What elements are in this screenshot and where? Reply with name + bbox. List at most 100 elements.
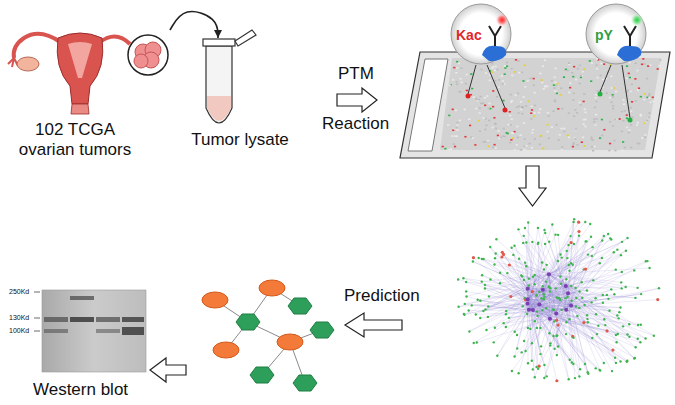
hairball-link (571, 305, 604, 363)
array-spot (523, 122, 525, 124)
western-blot-box: Western blot (8, 286, 153, 400)
network-node (236, 314, 260, 330)
hairball-dot (546, 375, 548, 377)
hairball-dot (591, 337, 593, 339)
block-arrow-left (150, 358, 186, 382)
array-spot (471, 88, 473, 90)
array-spot (524, 64, 526, 66)
array-spot (538, 112, 540, 114)
hairball-dot (534, 320, 536, 322)
marker-tick (34, 331, 40, 332)
array-spot (600, 75, 602, 77)
hairball-dot (537, 227, 539, 229)
hairball-dot (556, 323, 559, 326)
hairball-link (566, 286, 641, 342)
hairball-hub (548, 317, 552, 321)
array-spot (487, 140, 489, 142)
array-spot (583, 145, 585, 147)
blot-band (70, 296, 94, 300)
array-spot (530, 118, 532, 120)
hairball-dot (531, 241, 533, 243)
array-spot (576, 112, 578, 114)
array-spot (626, 77, 628, 79)
array-spot (594, 146, 596, 148)
hairball-dot (605, 329, 608, 332)
array-spot (514, 131, 516, 133)
array-spot (648, 117, 650, 119)
array-spot (628, 73, 630, 75)
array-spot (555, 84, 557, 86)
hairball-dot (620, 254, 622, 256)
hairball-hub (547, 272, 551, 276)
hairball-dot (473, 342, 475, 344)
hairball-dot (572, 336, 574, 338)
array-spot (584, 126, 586, 128)
array-spot (521, 72, 523, 74)
hairball-dot (619, 360, 621, 362)
array-spot (647, 65, 649, 67)
array-spot (572, 146, 574, 148)
hairball-link (539, 304, 576, 306)
array-spot (580, 75, 582, 77)
hairball-hub (526, 297, 530, 301)
hairball-dot (508, 317, 510, 319)
array-spot (579, 65, 581, 67)
array-spot (628, 132, 630, 134)
hairball-dot (569, 235, 571, 237)
array-spot (506, 65, 508, 67)
hairball-dot (620, 281, 622, 283)
array-spot (559, 134, 561, 136)
array-spot (554, 76, 556, 78)
blot-band (44, 329, 68, 333)
array-spot (546, 131, 548, 133)
substrate-nodes (236, 298, 334, 391)
hairball-link (526, 313, 557, 350)
hairball-dot (516, 347, 518, 349)
hairball-dot (575, 297, 577, 299)
ptm-callout-circle: pY (585, 3, 647, 65)
array-spot (581, 75, 583, 77)
hairball-link (529, 310, 545, 365)
array-spot (619, 118, 621, 120)
hairball-dot (633, 357, 635, 359)
hairball-dot (571, 335, 574, 338)
array-spot (492, 146, 494, 148)
hairball-dot (610, 288, 612, 290)
hairball-dot (457, 278, 459, 280)
hairball-dot (484, 284, 486, 286)
hairball-link (571, 305, 641, 324)
hairball-dot (625, 250, 627, 252)
array-spot (507, 133, 509, 135)
hairball-dot (555, 335, 557, 337)
array-spot (485, 124, 487, 126)
array-spot (597, 90, 599, 92)
hairball-link (528, 289, 588, 319)
hairball-link (500, 273, 527, 304)
array-spot (488, 103, 490, 105)
array-spot (509, 115, 511, 117)
array-spot (466, 74, 468, 76)
hairball-dot (528, 284, 530, 286)
array-spot (498, 79, 500, 81)
array-spot (644, 122, 646, 124)
hairball-link (550, 319, 607, 331)
hairball-dot (634, 346, 636, 348)
array-spot (456, 61, 458, 63)
hairball-dot (622, 325, 624, 327)
array-spot (626, 65, 628, 67)
hairball-dot (465, 281, 467, 283)
array-spot (600, 63, 602, 65)
marker-tick (34, 292, 40, 293)
array-spot (521, 107, 523, 109)
callout-circle (586, 4, 646, 64)
array-spot (580, 77, 582, 79)
network-node (310, 322, 334, 338)
array-spot (621, 111, 623, 113)
hairball-dot (487, 305, 489, 307)
marker-tick (34, 318, 40, 319)
hairball-dot (549, 344, 551, 346)
array-spot (524, 86, 526, 88)
array-spot (583, 68, 585, 70)
hairball-dot (457, 306, 459, 308)
hairball-dot (508, 263, 511, 266)
